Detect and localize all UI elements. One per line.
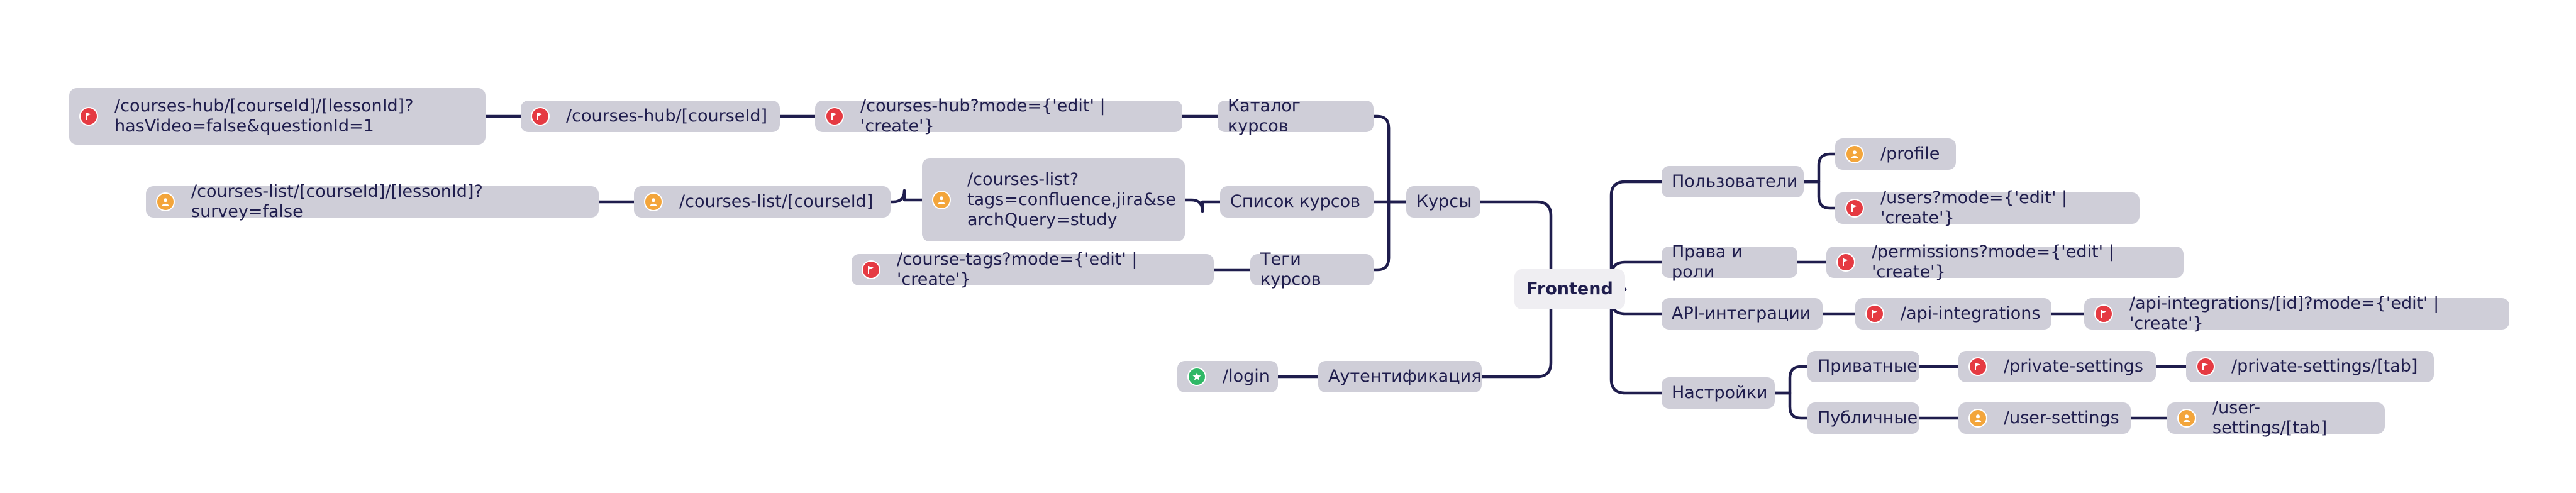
flag-icon <box>79 107 98 126</box>
node-label: Аутентификация <box>1328 367 1482 386</box>
node-spisok: Список курсов <box>1220 186 1374 218</box>
node-user-settings: /user-settings <box>1958 402 2131 434</box>
node-users: Пользователи <box>1662 166 1804 197</box>
edge-users-to-profile <box>1802 152 1837 184</box>
node-label: /private-settings <box>2004 357 2143 376</box>
node-settings: Настройки <box>1662 377 1775 409</box>
node-private: Приватные <box>1807 351 1919 382</box>
flag-icon <box>531 107 550 126</box>
node-api-list: /api-integrations <box>1855 298 2051 330</box>
node-label: /courses-hub/[courseId]/[lessonId]? hasV… <box>114 96 414 136</box>
node-users-mode: /users?mode={'edit' | 'create'} <box>1835 188 2140 228</box>
flag-icon <box>2196 357 2215 376</box>
node-label: /private-settings/[tab] <box>2231 357 2418 376</box>
node-katalog: Каталог курсов <box>1218 96 1374 136</box>
node-hub-lesson: /courses-hub/[courseId]/[lessonId]? hasV… <box>69 88 486 145</box>
node-tegi: Теги курсов <box>1250 250 1374 289</box>
node-public: Публичные <box>1807 402 1919 434</box>
node-tags-mode: /course-tags?mode={'edit' | 'create'} <box>852 250 1214 289</box>
node-label: Каталог курсов <box>1228 96 1301 136</box>
node-label: /courses-list/[courseId]/[lessonId]?surv… <box>191 182 483 221</box>
flag-icon <box>862 260 880 279</box>
node-hub-mode: /courses-hub?mode={'edit' | 'create'} <box>815 96 1182 136</box>
edge-settings-to-private <box>1773 365 1809 395</box>
flag-icon <box>825 107 844 126</box>
node-label: Frontend <box>1526 279 1613 299</box>
flag-icon <box>1836 253 1855 272</box>
node-label: Теги курсов <box>1260 250 1321 289</box>
edge-root-to-kursy <box>1479 200 1553 271</box>
node-private-settings: /private-settings <box>1958 351 2156 382</box>
user-icon <box>1845 145 1864 163</box>
node-root: Frontend <box>1514 269 1625 309</box>
node-label: /login <box>1223 367 1270 386</box>
user-icon <box>2177 409 2196 428</box>
node-label: /permissions?mode={'edit' | 'create'} <box>1872 242 2114 282</box>
node-private-tab: /private-settings/[tab] <box>2186 351 2434 382</box>
flag-icon <box>1845 199 1864 218</box>
node-api: API-интеграции <box>1662 298 1823 330</box>
flag-icon <box>1865 304 1884 323</box>
edge-list-query-to-list-course <box>889 189 924 204</box>
node-label: /course-tags?mode={'edit' | 'create'} <box>897 250 1138 289</box>
node-label: Курсы <box>1416 192 1472 211</box>
user-icon <box>1968 409 1987 428</box>
node-login: /login <box>1177 361 1278 392</box>
node-label: API-интеграции <box>1672 304 1811 323</box>
edge-users-to-users-mode <box>1802 180 1837 210</box>
node-label: Права и роли <box>1672 242 1743 282</box>
edge-spisok-to-list-query <box>1183 198 1222 213</box>
node-hub-course: /courses-hub/[courseId] <box>521 101 780 132</box>
edge-settings-to-public <box>1773 391 1809 420</box>
node-label: /user-settings <box>2004 408 2119 428</box>
node-label: /users?mode={'edit' | 'create'} <box>1880 188 2068 228</box>
flag-icon <box>2094 304 2113 323</box>
node-label: Публичные <box>1818 408 1918 428</box>
node-label: Список курсов <box>1230 192 1361 211</box>
edge-root-to-auth <box>1480 307 1553 379</box>
user-icon <box>644 192 663 211</box>
node-label: /courses-hub?mode={'edit' | 'create'} <box>860 96 1106 136</box>
node-label: Пользователи <box>1672 172 1798 191</box>
node-permissions: /permissions?mode={'edit' | 'create'} <box>1826 242 2184 282</box>
node-kursy: Курсы <box>1406 186 1480 218</box>
node-label: /user-settings/[tab] <box>2212 398 2328 438</box>
user-icon <box>932 191 951 209</box>
node-user-settings-tab: /user-settings/[tab] <box>2167 398 2385 438</box>
node-label: Приватные <box>1818 357 1918 376</box>
node-label: /api-integrations/[id]?mode={'edit' | 'c… <box>2129 294 2440 333</box>
node-auth: Аутентификация <box>1318 361 1482 392</box>
node-api-item: /api-integrations/[id]?mode={'edit' | 'c… <box>2084 294 2509 333</box>
node-label: /api-integrations <box>1901 304 2041 323</box>
node-list-course: /courses-list/[courseId] <box>634 186 891 218</box>
node-label: /courses-hub/[courseId] <box>566 106 768 126</box>
flag-icon <box>1968 357 1987 376</box>
user-icon <box>156 192 175 211</box>
node-list-query: /courses-list? tags=confluence,jira&se a… <box>922 158 1185 241</box>
node-label: /courses-list? tags=confluence,jira&se a… <box>967 170 1176 230</box>
node-list-lesson: /courses-list/[courseId]/[lessonId]?surv… <box>146 182 599 221</box>
node-profile: /profile <box>1835 138 1956 170</box>
node-label: Настройки <box>1672 383 1768 402</box>
node-label: /profile <box>1880 144 1940 163</box>
node-rights: Права и роли <box>1662 242 1797 282</box>
star-icon <box>1187 367 1206 386</box>
node-label: /courses-list/[courseId] <box>679 192 874 211</box>
